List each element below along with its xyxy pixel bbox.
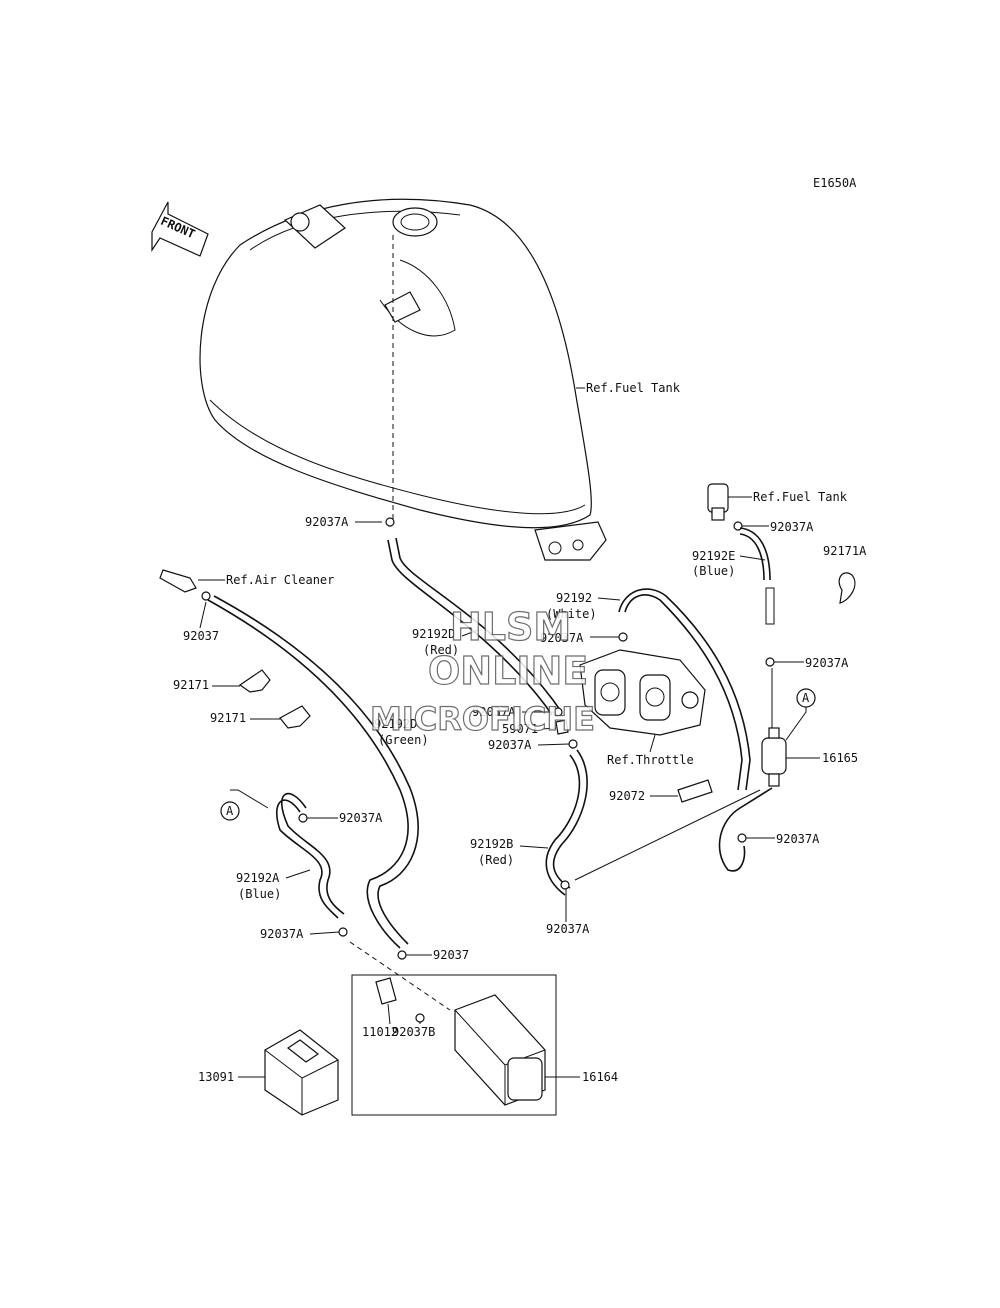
part-92192d-green: 92192D <box>374 717 417 731</box>
hose-right-low <box>718 787 773 872</box>
strap-92072 <box>677 779 713 803</box>
cap-11012 <box>375 977 397 1005</box>
part-92192b: 92192B <box>470 837 513 851</box>
ref-fuel-tank-label-2: Ref.Fuel Tank <box>753 490 848 504</box>
part-92037a-left-low: 92037A <box>260 927 304 941</box>
hose-segment-right <box>765 587 775 625</box>
watermark-line-1: HLSM <box>450 605 571 649</box>
part-92072: 92072 <box>609 789 645 803</box>
part-59071: 59071 <box>502 722 538 736</box>
clamp-92037a-throttle-low <box>568 739 578 749</box>
canister-16164 <box>454 994 546 1106</box>
ref-air-cleaner-label: Ref.Air Cleaner <box>226 573 334 587</box>
clamp-92037b <box>415 1013 425 1023</box>
part-92192d-green-color: (Green) <box>378 733 429 747</box>
part-92192-white: 92192 <box>556 591 592 605</box>
watermark: HLSM ONLINE MICROFICHE <box>369 604 595 738</box>
part-92192-white-color: (White) <box>546 607 597 621</box>
clip-92171-b <box>279 705 311 729</box>
part-92192d-red-color: (Red) <box>423 643 459 657</box>
part-92037b: 92037B <box>392 1025 435 1039</box>
joint-59071 <box>555 719 569 735</box>
callout-a-right-letter: A <box>802 691 810 705</box>
diagram-code: E1650A <box>813 176 857 190</box>
fuel-tank-fitting <box>707 483 729 521</box>
watermark-line-2: ONLINE <box>428 649 588 693</box>
part-92171-b: 92171 <box>210 711 246 725</box>
hose-92192b-red <box>545 754 581 896</box>
hose-92192d-red <box>387 539 553 716</box>
part-92037a-throttle-low: 92037A <box>488 738 532 752</box>
part-92037a-mid-right: 92037A <box>805 656 849 670</box>
part-92192e: 92192E <box>692 549 735 563</box>
throttle-body <box>579 649 706 736</box>
hose-92192e-blue <box>739 527 771 581</box>
callout-a-left <box>220 801 240 821</box>
part-92192a: 92192A <box>236 871 280 885</box>
front-arrow-icon: FRONT <box>151 201 209 257</box>
part-92171a: 92171A <box>823 544 867 558</box>
canister-group-box <box>351 974 557 1116</box>
part-16164: 16164 <box>582 1070 618 1084</box>
part-92037a-bottom-mid: 92037A <box>546 922 590 936</box>
watermark-line-3: MICROFICHE <box>370 700 595 738</box>
clip-92171-a <box>238 669 271 693</box>
part-92037a-right-low: 92037A <box>776 832 820 846</box>
part-92037a-left-mid: 92037A <box>339 811 383 825</box>
part-92171-a: 92171 <box>173 678 209 692</box>
part-92192d-red: 92192D <box>412 627 455 641</box>
part-92037a-tank: 92037A <box>305 515 349 529</box>
part-92192b-color: (Red) <box>478 853 514 867</box>
air-cleaner-fitting <box>159 569 211 601</box>
clamp-92037a-throttle-top <box>618 632 628 642</box>
clamp-92037a-right-low <box>737 833 747 843</box>
valve-16165 <box>761 727 787 787</box>
callout-a-left-letter: A <box>226 804 234 818</box>
part-11012: 11012 <box>362 1025 398 1039</box>
clamp-92037a-mid-right <box>765 657 775 667</box>
hose-92192-white <box>624 594 743 791</box>
part-92192a-color: (Blue) <box>238 887 281 901</box>
hose-92192d-green <box>207 599 409 949</box>
clip-92171a <box>838 572 856 604</box>
clamp-92037a-bottom-mid <box>560 880 570 890</box>
part-92037: 92037 <box>183 629 219 643</box>
bracket-13091 <box>264 1029 339 1116</box>
clamp-92037a-left-low <box>338 927 348 937</box>
part-16165: 16165 <box>822 751 858 765</box>
part-92037a-upper-right: 92037A <box>770 520 814 534</box>
clamp-92037a-left-mid <box>298 813 308 823</box>
ref-fuel-tank-label-1: Ref.Fuel Tank <box>586 381 681 395</box>
ref-throttle-label: Ref.Throttle <box>607 753 694 767</box>
hose-92192a-blue <box>275 799 339 919</box>
part-13091: 13091 <box>198 1070 234 1084</box>
fuel-tank <box>199 198 607 561</box>
part-92037-low: 92037 <box>433 948 469 962</box>
part-92037a-throttle-top: 92037A <box>540 631 584 645</box>
clamp-92037-low <box>397 950 407 960</box>
clamp-92037a-tank <box>385 517 395 527</box>
part-92037a-throttle-left: 92037A <box>472 705 516 719</box>
part-92192e-color: (Blue) <box>692 564 735 578</box>
